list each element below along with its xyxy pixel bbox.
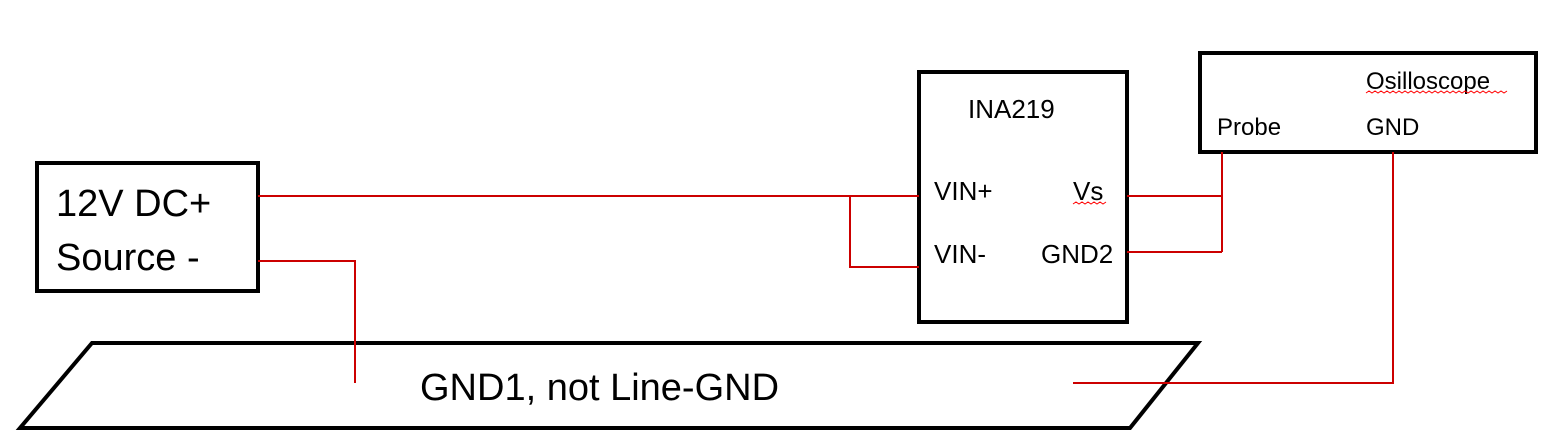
wire-scope-gnd-to-gnd1 [1073,152,1394,384]
spellcheck-underline-vs [1072,201,1107,205]
spellcheck-underline-osilloscope [1365,90,1508,94]
wire-vin-shunt [849,196,919,268]
oscilloscope-box [1198,51,1538,154]
oscilloscope-probe-label: Probe [1217,114,1281,141]
ground-plane-label: GND1, not Line-GND [420,367,779,409]
wire-source-minus-to-gnd1 [258,260,356,383]
ina219-vin-minus-label: VIN- [934,239,986,269]
oscilloscope-title: Osilloscope [1366,68,1490,95]
dc-source-label-line1: 12V DC+ [56,183,211,225]
oscilloscope-gnd-label: GND [1366,114,1419,141]
ina219-vs-label: Vs [1073,176,1103,206]
ina219-gnd2-label: GND2 [1041,239,1113,269]
wires [258,152,1394,384]
ground-plane-shape [15,341,1203,430]
ina219-title: INA219 [968,94,1055,124]
dc-source-label-line2: Source - [56,237,200,279]
dc-source-box [35,161,260,293]
ina219-vin-plus-label: VIN+ [934,176,993,206]
